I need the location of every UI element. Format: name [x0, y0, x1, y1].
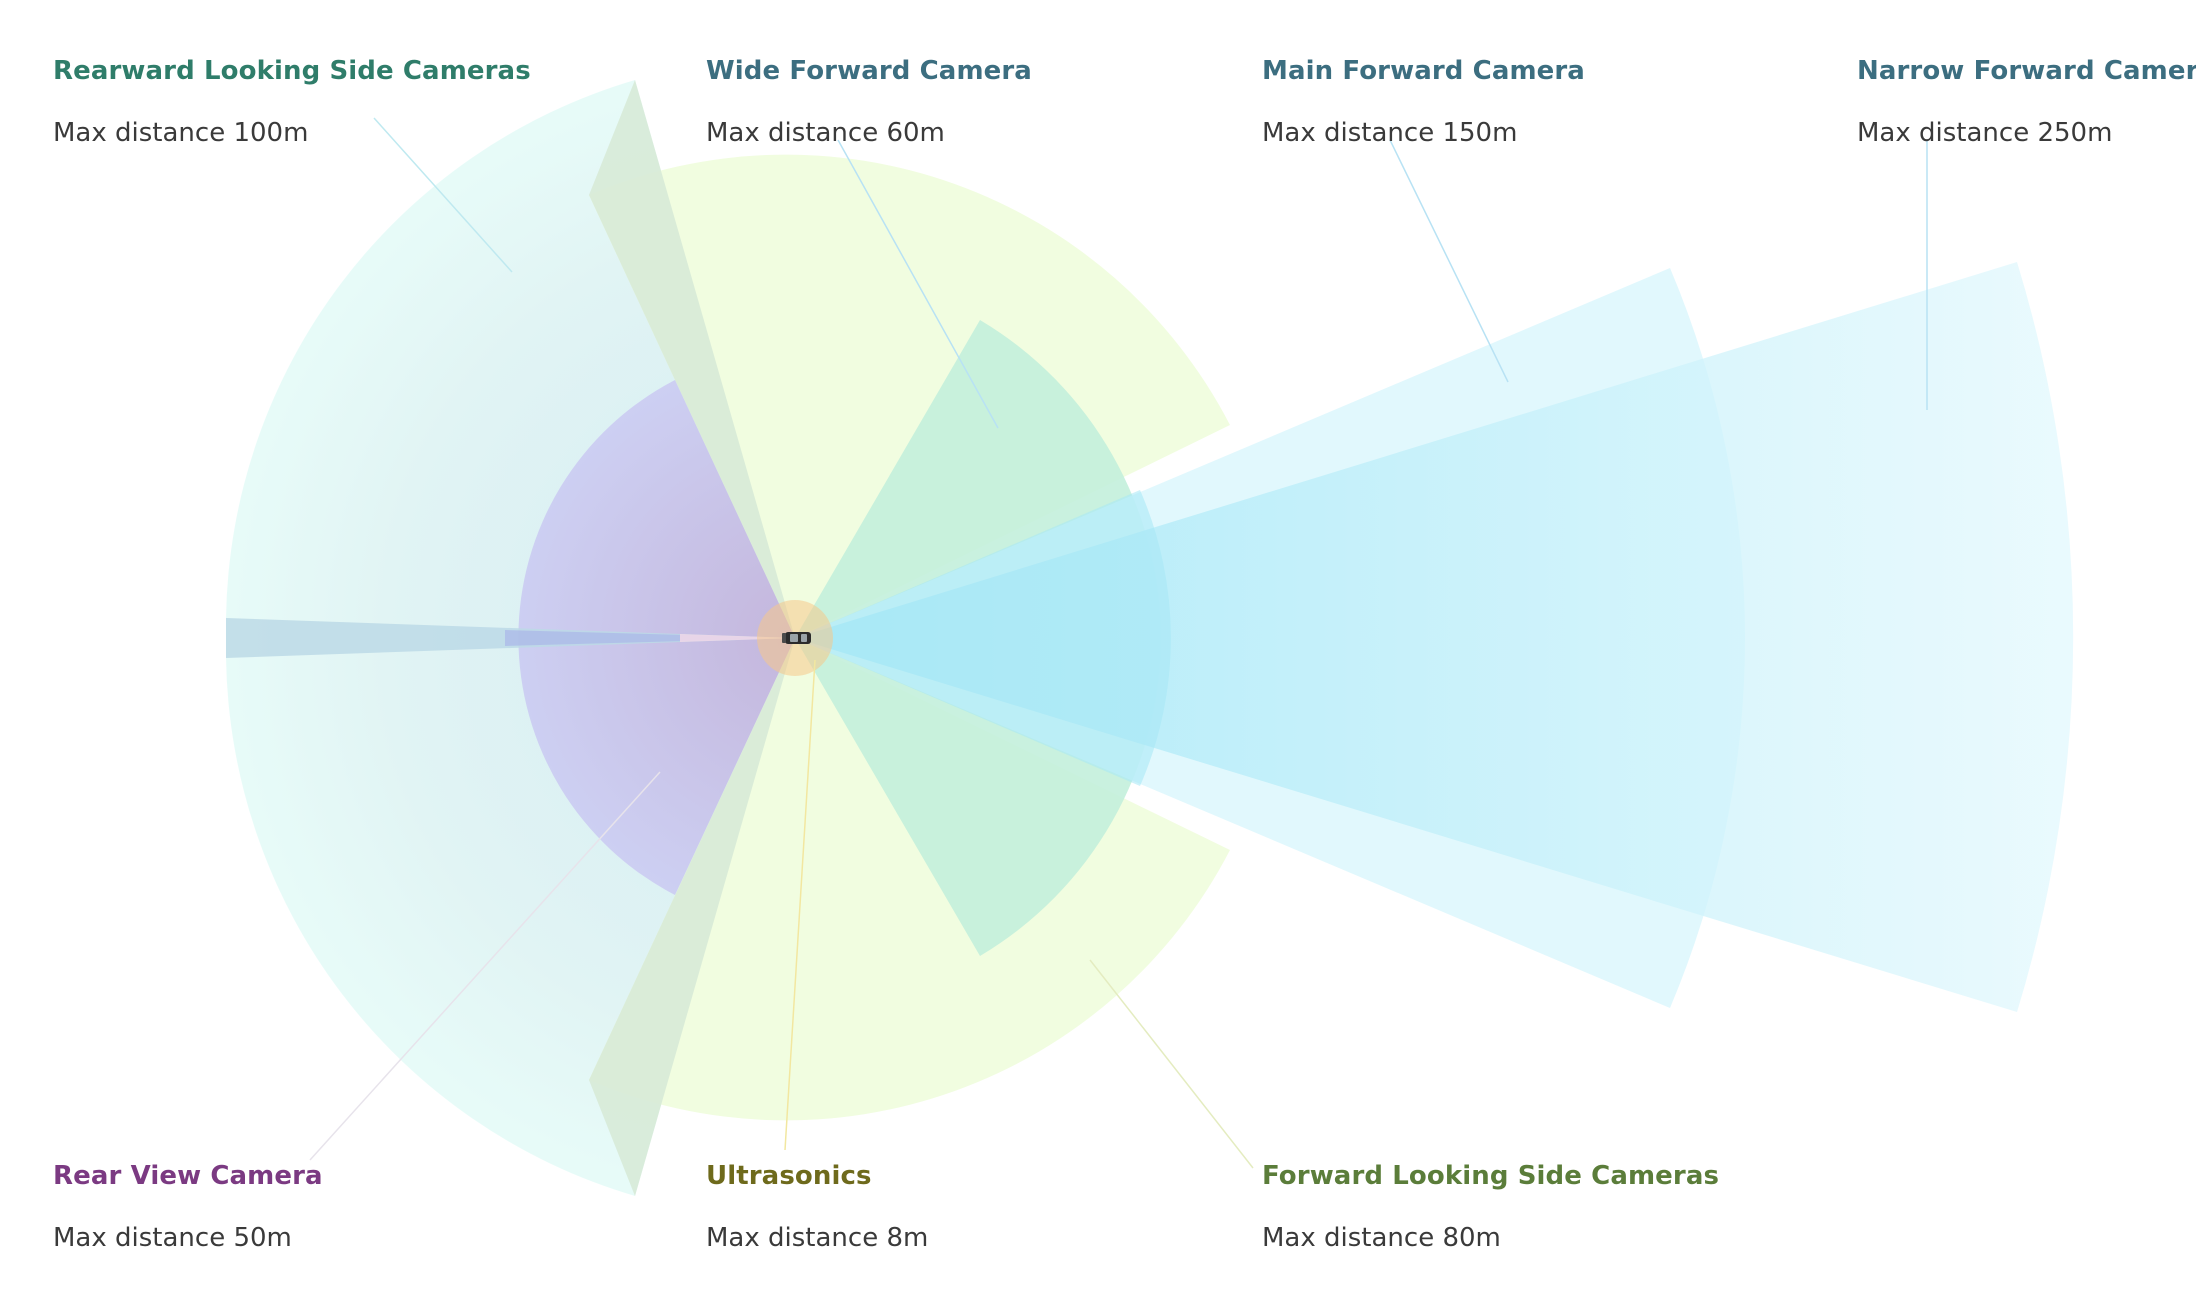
leader-line-forward-side [1089, 959, 1254, 1169]
ultrasonics-title: Ultrasonics [706, 1161, 872, 1191]
main-forward-camera-title: Main Forward Camera [1262, 56, 1585, 86]
forward-overlap-highlight [795, 490, 1171, 786]
rear-view-camera-title: Rear View Camera [53, 1161, 323, 1191]
side-overlap-band [589, 638, 795, 1196]
leader-line-rearward-side [373, 117, 513, 273]
narrow-forward-camera-range: Max distance 250m [1857, 118, 2113, 148]
wide-forward-camera-title: Wide Forward Camera [706, 56, 1032, 86]
rearward-side-camera-title: Rearward Looking Side Cameras [53, 56, 531, 86]
side-overlap-band [589, 80, 795, 638]
main-forward-camera-range: Max distance 150m [1262, 118, 1518, 148]
car-icon [782, 632, 811, 644]
forward-side-camera-title: Forward Looking Side Cameras [1262, 1161, 1720, 1191]
wide-forward-camera-range: Max distance 60m [706, 118, 945, 148]
narrow-forward-camera-title: Narrow Forward Camera [1857, 56, 2196, 86]
rearward-side-camera-range: Max distance 100m [53, 118, 309, 148]
forward-side-camera-range: Max distance 80m [1262, 1223, 1501, 1253]
rear-view-sliver-inner [505, 630, 795, 646]
leader-line-rear-view [309, 771, 661, 1161]
rear-view-sliver-tip [680, 634, 795, 642]
ultrasonics-range: Max distance 8m [706, 1223, 929, 1253]
leader-line-wide-forward [837, 139, 999, 429]
leader-line-ultrasonics [784, 659, 816, 1151]
leader-line-main-forward [1389, 139, 1509, 383]
narrow-forward-coverage-zone [795, 262, 2074, 1012]
rear-view-camera-range: Max distance 50m [53, 1223, 292, 1253]
